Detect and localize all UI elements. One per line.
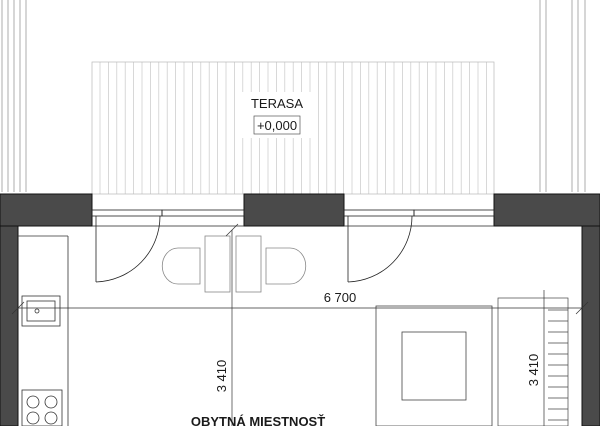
opening-right-frame: [343, 209, 495, 227]
wall-top-left: [0, 193, 93, 227]
walls: [0, 193, 600, 426]
dimension-width: 6 700: [324, 290, 357, 305]
terrace-frame-left: [1, 0, 27, 192]
terrace-level: +0,000: [257, 118, 297, 133]
wall-right: [581, 225, 600, 426]
level-marker-box: [253, 115, 301, 135]
room-name: OBYTNÁ MIESTNOSŤ: [191, 414, 325, 426]
stair-steps: [548, 309, 568, 421]
door-swing-right: [347, 215, 413, 283]
dimension-lines: [11, 223, 589, 426]
wall-left: [0, 225, 19, 426]
terrace-decking: [99, 62, 487, 194]
kitchen-counter: [18, 235, 69, 426]
stairs: [497, 297, 569, 426]
sink: [21, 295, 61, 327]
wall-top-right: [493, 193, 600, 227]
outdoor-chairs: [161, 235, 307, 293]
furniture: [375, 305, 493, 426]
terrace-frame-right: [539, 0, 586, 192]
opening-left-frame: [91, 209, 245, 227]
cooktop: [21, 389, 63, 426]
sofa-outline: [375, 305, 493, 426]
door-swing-left: [95, 215, 161, 283]
wall-top-middle: [243, 193, 345, 227]
terrace-name: TERASA: [251, 96, 303, 111]
dimension-height-left: 3 410: [214, 360, 229, 393]
coffee-table: [401, 331, 467, 401]
dimension-height-right: 3 410: [526, 354, 541, 387]
